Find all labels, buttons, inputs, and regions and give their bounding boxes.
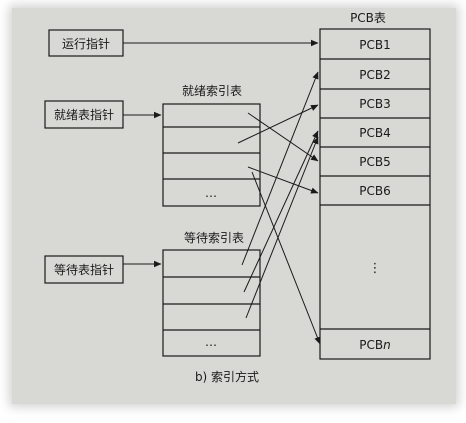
wait-index-ellipsis: …: [205, 335, 217, 349]
pcb-row-3: PCB3: [359, 97, 390, 111]
pcb-vertical-ellipsis: ⋮: [369, 261, 382, 276]
wait-index-table: [162, 249, 261, 357]
pcb-table-title: PCB表: [350, 11, 386, 25]
wait-index-title: 等待索引表: [184, 231, 244, 245]
run-pointer-box: 运行指针: [48, 29, 124, 57]
ready-index-table: [162, 103, 261, 207]
wait-pointer-label: 等待表指针: [54, 262, 114, 277]
wait-pointer-box: 等待表指针: [44, 255, 124, 284]
arrow-ready-row3-to-pcb6: [247, 166, 319, 194]
pcb-row-2: PCB2: [359, 68, 390, 82]
pcb-row-n-prefix: PCB: [359, 338, 383, 352]
arrows: [123, 39, 321, 345]
pcb-row-n-suffix: n: [383, 338, 391, 352]
pcb-row-4: PCB4: [359, 126, 390, 140]
ready-pointer-box: 就绪表指针: [44, 100, 124, 129]
arrow-wait-row3-to-pcb4b: [245, 136, 319, 319]
pcb-row-n: PCBn: [359, 338, 390, 352]
run-pointer-label: 运行指针: [62, 36, 110, 51]
figure-caption: b) 索引方式: [195, 369, 259, 384]
ready-index-title: 就绪索引表: [182, 84, 242, 98]
pcb-table: [319, 28, 431, 360]
pcb-row-5: PCB5: [359, 155, 390, 169]
arrow-ready-row4-to-pcbn: [251, 171, 321, 345]
arrow-ready-row1-to-pcb5: [247, 112, 319, 162]
ready-pointer-label: 就绪表指针: [54, 107, 114, 122]
pcb-row-6: PCB6: [359, 184, 390, 198]
arrow-wait-row1-to-pcb2: [241, 71, 319, 266]
arrow-ready-row2-to-pcb3: [237, 104, 319, 144]
ready-index-ellipsis: …: [205, 186, 217, 200]
arrow-wait-row2-to-pcb4: [243, 130, 319, 293]
pcb-row-1: PCB1: [359, 38, 390, 52]
